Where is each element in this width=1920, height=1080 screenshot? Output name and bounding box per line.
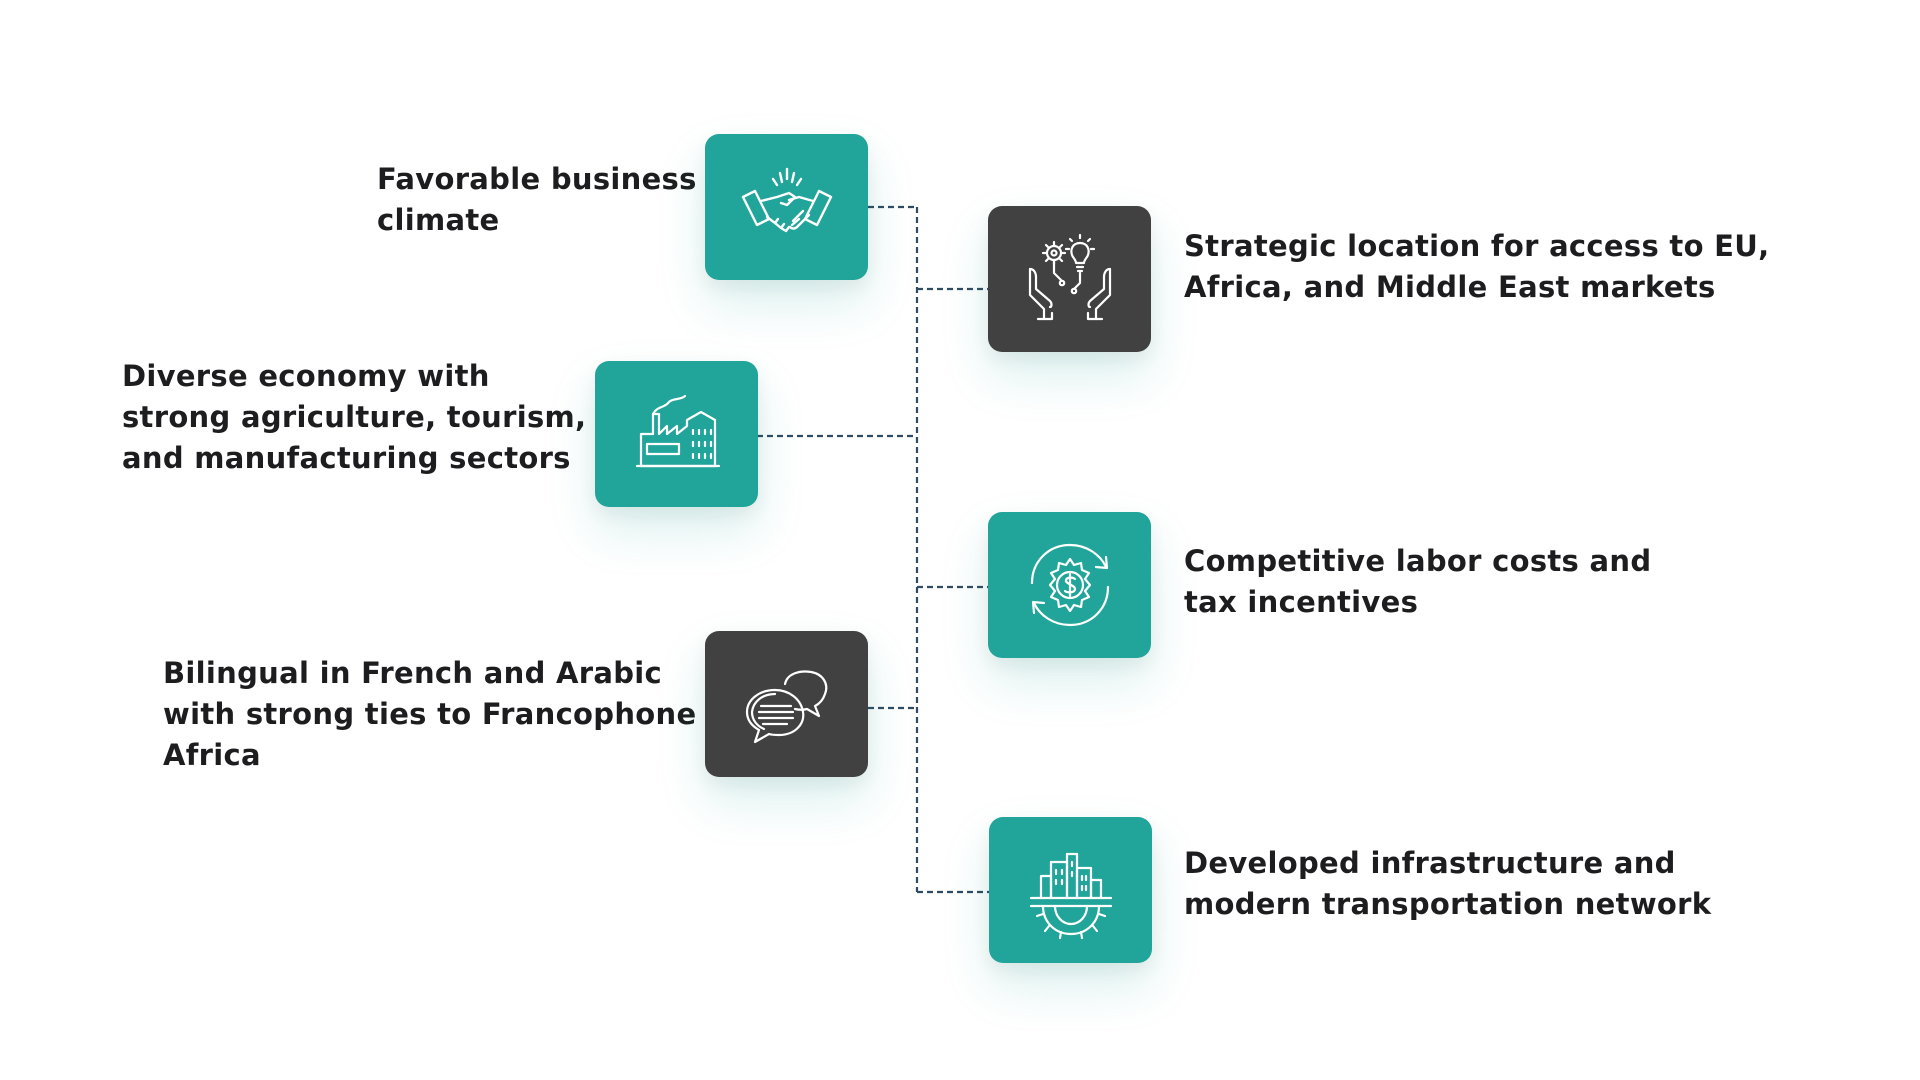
tile-business-climate bbox=[705, 134, 868, 280]
factory-icon bbox=[635, 394, 720, 468]
label-strategic-location: Strategic location for access to EU, Afr… bbox=[1184, 229, 1770, 304]
tile-strategic-location bbox=[988, 206, 1151, 352]
dollar-gear-cycle-icon bbox=[1030, 543, 1109, 627]
tile-infrastructure bbox=[989, 817, 1152, 963]
tile-diverse-economy bbox=[595, 361, 758, 507]
label-infrastructure: Developed infrastructure and modern tran… bbox=[1184, 846, 1712, 921]
label-labor-costs: Competitive labor costs and tax incentiv… bbox=[1184, 544, 1652, 619]
label-diverse-economy: Diverse economy with strong agriculture,… bbox=[122, 359, 587, 475]
label-bilingual: Bilingual in French and Arabic with stro… bbox=[163, 656, 697, 772]
chat-bubbles-icon bbox=[745, 670, 827, 744]
hands-gear-bulb-icon bbox=[1028, 233, 1111, 321]
tile-labor-costs bbox=[988, 512, 1151, 658]
label-business-climate: Favorable business climate bbox=[377, 162, 697, 237]
tile-bilingual bbox=[705, 631, 868, 777]
city-gear-icon bbox=[1029, 852, 1112, 940]
handshake-icon bbox=[741, 167, 832, 233]
